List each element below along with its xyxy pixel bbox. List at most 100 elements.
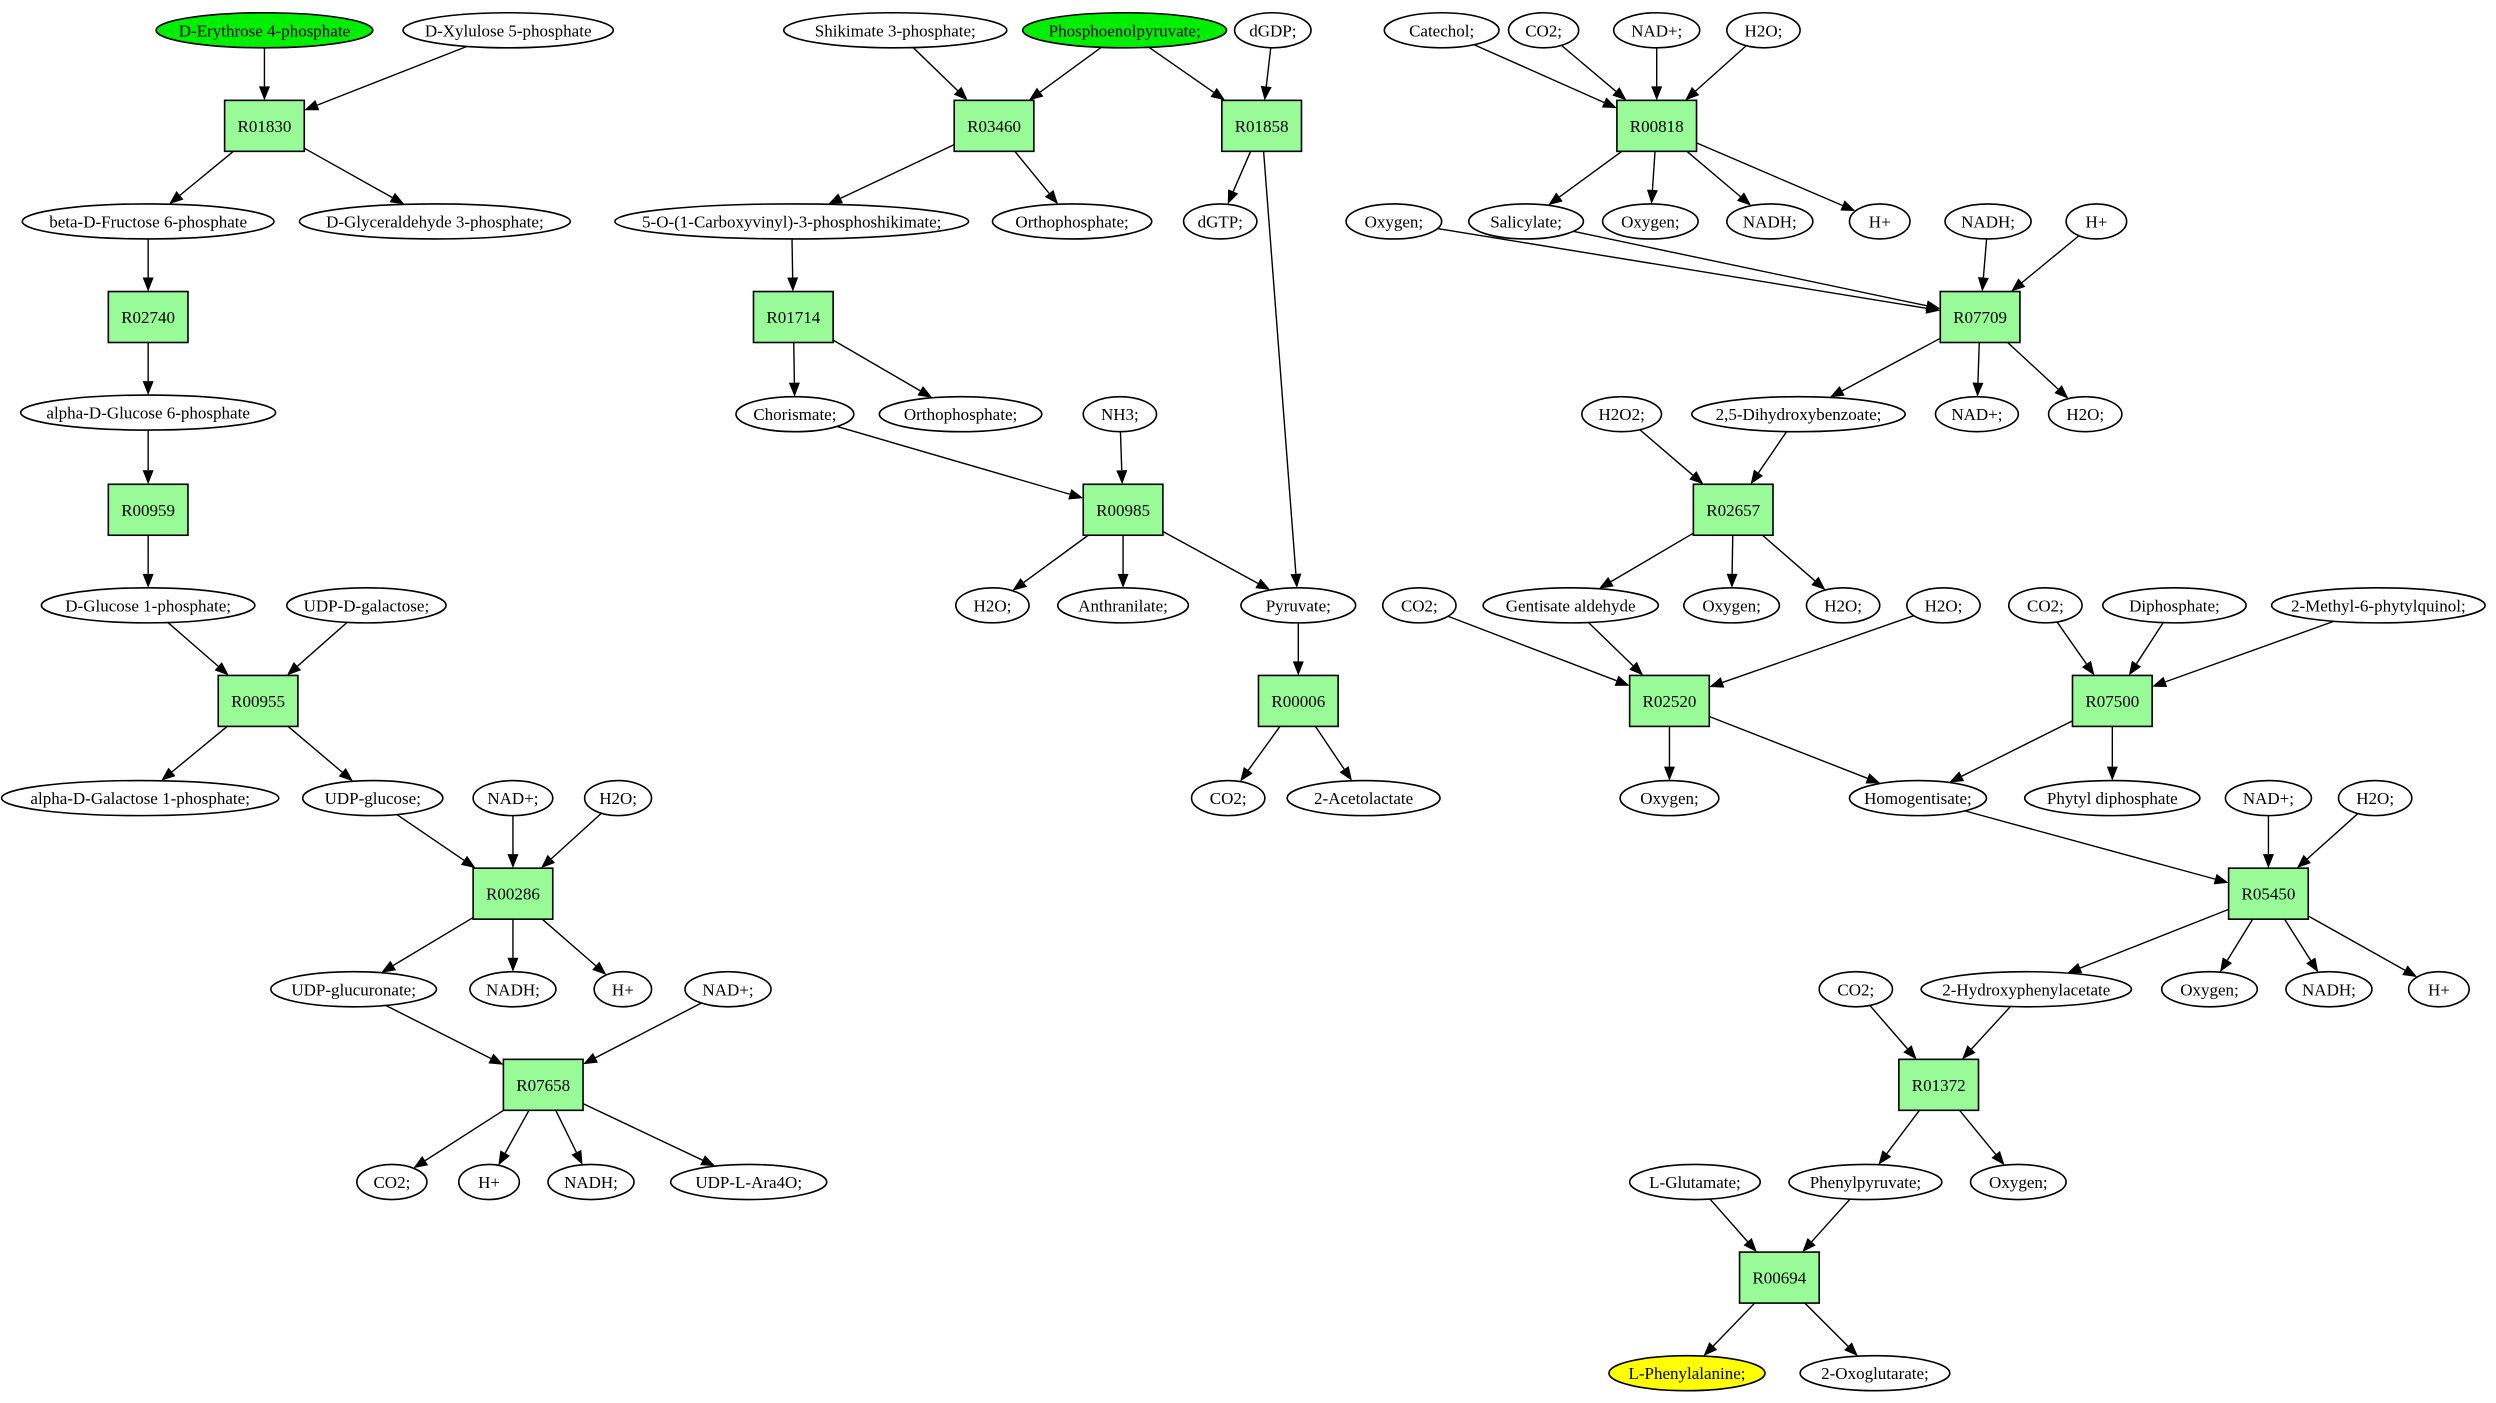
reaction-label: R02520: [1643, 692, 1697, 711]
reaction-box: [2071, 674, 2153, 728]
edge-c_catechol-to-r_R00818: [1473, 44, 1617, 109]
arrowhead: [2106, 766, 2118, 781]
arrowhead: [1726, 573, 1738, 588]
compound-ellipse: [614, 203, 970, 240]
compound-node: UDP-D-galactose;: [285, 587, 447, 624]
compound-ellipse: [155, 11, 374, 49]
reaction-box: [1738, 1251, 1821, 1304]
reaction-node-R02657: R02657: [1692, 483, 1774, 537]
arrowhead: [1339, 766, 1352, 781]
compound-label: NAD+;: [1631, 21, 1682, 40]
edge-r_R02657-to-c_h2o_5: [1762, 534, 1826, 590]
arrowhead: [169, 191, 184, 205]
edge-c_co2_3-to-r_R00818: [1561, 44, 1627, 101]
arrowhead: [2054, 385, 2069, 399]
edge-line: [171, 725, 228, 773]
compound-ellipse: [1056, 587, 1190, 624]
compound-ellipse: [1906, 587, 1981, 624]
compound-node: Oxygen;: [1969, 1163, 2067, 1201]
edge-r_R00694-to-c_phe: [1703, 1302, 1756, 1357]
compound-ellipse: [1345, 203, 1443, 240]
edge-line: [791, 238, 794, 278]
reaction-label: R00694: [1752, 1269, 1806, 1288]
arrowhead: [1709, 677, 1725, 688]
arrowhead: [1260, 85, 1272, 101]
arrowhead: [1972, 382, 1984, 397]
edge-line: [1262, 151, 1297, 574]
edge-line: [1610, 532, 1694, 583]
compound-ellipse: [1818, 970, 1894, 1008]
edge-c_udpgal-to-r_R00955: [286, 621, 348, 676]
compound-node: dGTP;: [1182, 203, 1258, 240]
edge-r_R02740-to-c_ag6p: [142, 342, 154, 396]
edge-c_h2o2-to-r_R02657: [1639, 429, 1704, 485]
edge-r_R07500-to-c_hga: [1949, 720, 2073, 783]
compound-node: 2-Hydroxyphenylacetate: [1920, 970, 2133, 1008]
edge-r_R00955-to-c_agal1p: [161, 725, 228, 781]
compound-ellipse: [1182, 203, 1258, 240]
edge-c_h2o_1-to-r_R00286: [540, 812, 602, 869]
reaction-label: R00985: [1096, 501, 1150, 520]
compound-label: Pyruvate;: [1266, 596, 1331, 615]
arrowhead: [1227, 189, 1239, 205]
edge-r_R00818-to-c_nadh_3: [1686, 150, 1752, 206]
compound-label: H2O;: [974, 596, 1012, 615]
compound-label: Oxygen;: [1365, 212, 1424, 231]
reaction-label: R00818: [1630, 117, 1684, 136]
compound-node: H2O;: [955, 587, 1030, 624]
edge-line: [1014, 150, 1050, 194]
compound-ellipse: [1482, 587, 1660, 624]
arrowhead: [1736, 192, 1752, 206]
edge-c_dipho-to-r_R07500: [2128, 622, 2164, 676]
edge-line: [1696, 142, 1843, 207]
compound-ellipse: [2224, 779, 2313, 817]
compound-ellipse: [1683, 587, 1781, 624]
compound-node: Homogentisate;: [1848, 779, 1988, 817]
compound-label: Phenylpyruvate;: [1810, 1173, 1921, 1192]
edge-c_nh3-to-r_R00985: [1116, 431, 1128, 485]
reaction-box: [107, 290, 189, 344]
arrowhead: [2306, 957, 2319, 973]
compound-ellipse: [2160, 970, 2259, 1008]
edge-r_R07658-to-c_nadh_2: [555, 1110, 583, 1165]
compound-label: Oxygen;: [1621, 212, 1680, 231]
edge-line: [1731, 535, 1734, 574]
compound-node: 2-Acetolactate: [1286, 779, 1441, 817]
compound-label: H+: [2428, 980, 2450, 999]
arrowhead: [507, 854, 519, 869]
compound-label: NH3;: [1101, 405, 1139, 424]
reaction-box: [1082, 483, 1164, 537]
compound-node: Diphosphate;: [2101, 587, 2247, 624]
compound-node: Oxygen;: [1619, 779, 1720, 817]
edge-c_h2o_7-to-r_R05450: [2296, 813, 2359, 869]
compound-label: NAD+;: [1951, 405, 2002, 424]
compound-node: NAD+;: [1934, 395, 2020, 433]
edge-line: [2135, 622, 2164, 665]
edge-c_mpq-to-r_R07500: [2152, 620, 2335, 688]
arrowhead: [413, 1155, 429, 1169]
compound-ellipse: [40, 587, 256, 624]
arrowhead: [2128, 660, 2142, 676]
compound-ellipse: [2007, 587, 2083, 624]
edge-c_s3p-to-r_R03460: [912, 47, 968, 101]
compound-label: H+: [1869, 212, 1891, 231]
edge-r_R00985-to-c_pyr: [1162, 530, 1271, 591]
edge-c_glu-to-r_R00694: [1709, 1198, 1757, 1253]
edge-line: [1639, 429, 1694, 476]
edge-c_nadh_4-to-r_R07709: [1977, 238, 1989, 292]
edge-line: [1148, 46, 1215, 93]
compound-ellipse: [1467, 203, 1585, 240]
reaction-label: R00959: [121, 501, 175, 520]
compound-node: alpha-D-Glucose 6-phosphate: [19, 394, 277, 431]
edge-r_R07709-to-c_h2o_4: [2007, 341, 2069, 399]
edge-c_co2_5-to-r_R07500: [2056, 621, 2095, 676]
compound-label: H2O;: [599, 789, 637, 808]
compound-node: UDP-L-Ara4O;: [669, 1163, 828, 1201]
compound-label: D-Xylulose 5-phosphate: [425, 21, 592, 40]
compound-ellipse: [2065, 203, 2128, 240]
edge-r_R07709-to-c_dhb: [1829, 337, 1941, 398]
compound-node: CO2;: [356, 1163, 428, 1201]
edge-line: [2226, 918, 2254, 961]
arrowhead: [2296, 854, 2311, 869]
compound-label: CO2;: [373, 1173, 410, 1192]
